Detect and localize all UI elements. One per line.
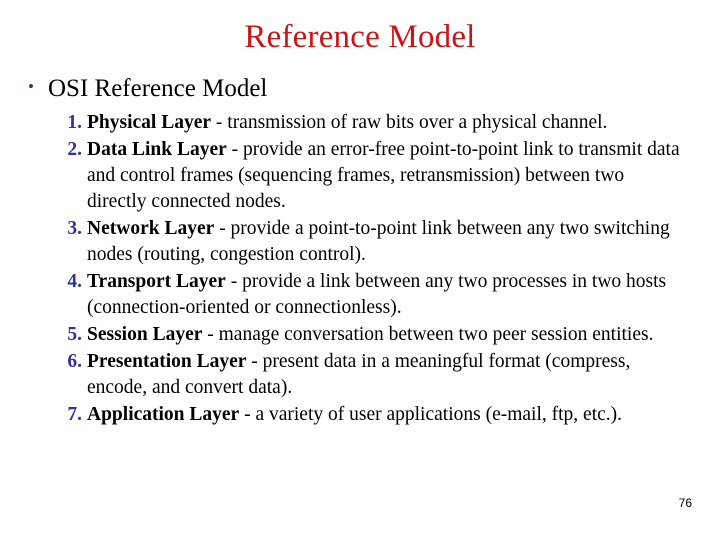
list-item: 4. Transport Layer - provide a link betw… <box>56 269 688 321</box>
layer-name: Application Layer <box>87 404 240 425</box>
list-item-body: Data Link Layer - provide an error-free … <box>87 137 688 215</box>
list-item-number: 2. <box>67 139 82 160</box>
list-item-number: 3. <box>67 218 82 239</box>
list-item-body: Transport Layer - provide a link between… <box>87 269 688 321</box>
list-item-body: Application Layer - a variety of user ap… <box>87 402 688 428</box>
list-item: 7. Application Layer - a variety of user… <box>56 402 688 428</box>
layer-name: Network Layer <box>87 218 215 239</box>
layer-description: - provide a link between any two process… <box>87 271 667 318</box>
bullet-item-label: OSI Reference Model <box>48 75 268 102</box>
list-item-body: Presentation Layer - present data in a m… <box>87 349 688 401</box>
layer-name: Physical Layer <box>87 112 212 133</box>
list-item: 1. Physical Layer - transmission of raw … <box>56 110 688 136</box>
layer-name: Session Layer <box>87 324 203 345</box>
layer-description: - transmission of raw bits over a physic… <box>211 112 608 133</box>
list-item-number: 4. <box>67 271 82 292</box>
list-item-body: Session Layer - manage conversation betw… <box>87 322 688 348</box>
page-number: 76 <box>678 496 692 510</box>
layer-name: Data Link Layer <box>87 139 227 160</box>
list-item-body: Network Layer - provide a point-to-point… <box>87 216 688 268</box>
layer-description: - manage conversation between two peer s… <box>202 324 654 345</box>
list-item-number: 6. <box>67 351 82 372</box>
list-item: 3. Network Layer - provide a point-to-po… <box>56 216 688 268</box>
layer-name: Presentation Layer <box>87 351 247 372</box>
layer-description: - provide a point-to-point link between … <box>87 218 670 265</box>
layer-name: Transport Layer <box>87 271 226 292</box>
bullet-item-osi: • OSI Reference Model <box>28 74 267 106</box>
page-title: Reference Model <box>244 19 476 55</box>
list-item-body: Physical Layer - transmission of raw bit… <box>87 110 688 136</box>
list-item: 5. Session Layer - manage conversation b… <box>56 322 688 348</box>
layer-description: - a variety of user applications (e-mail… <box>239 404 623 425</box>
bullet-dot-icon: • <box>28 77 34 96</box>
layer-description: - present data in a meaningful format (c… <box>87 351 631 398</box>
layer-description: - provide an error-free point-to-point l… <box>87 139 680 212</box>
osi-layer-list: 1. Physical Layer - transmission of raw … <box>56 110 688 429</box>
list-item-number: 7. <box>67 404 82 425</box>
list-item-number: 1. <box>67 112 82 133</box>
list-item: 6. Presentation Layer - present data in … <box>56 349 688 401</box>
list-item-number: 5. <box>67 324 82 345</box>
list-item: 2. Data Link Layer - provide an error-fr… <box>56 137 688 215</box>
